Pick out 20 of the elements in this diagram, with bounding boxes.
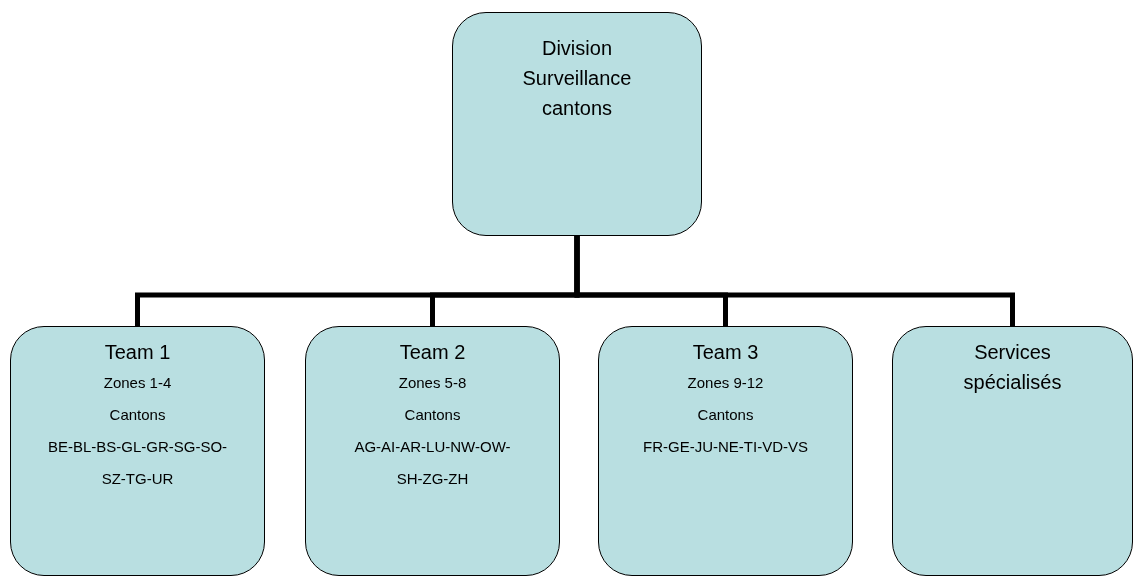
box-text: Cantons <box>696 405 755 425</box>
box-title: Team 1 <box>103 340 172 365</box>
box-title: Team 3 <box>691 340 760 365</box>
org-box <box>10 326 265 576</box>
org-box <box>598 326 853 576</box>
box-text: BE-BL-BS-GL-GR-SG-SO-SZ-TG-UR <box>47 437 228 489</box>
box-text: Zones 5-8 <box>397 373 468 393</box>
box-title: Services spécialisés <box>962 340 1063 395</box>
box-text: Zones 9-12 <box>686 373 765 393</box>
org-box <box>452 12 702 236</box>
box-text: Cantons <box>403 405 462 425</box>
box-text: AG-AI-AR-LU-NW-OW-SH-ZG-ZH <box>353 437 512 489</box>
box-text: Zones 1-4 <box>102 373 173 393</box>
box-text: Cantons <box>108 405 167 425</box>
box-title: Team 2 <box>398 340 467 365</box>
org-box <box>305 326 560 576</box>
connector-line <box>574 236 1015 326</box>
org-box <box>892 326 1133 576</box>
box-title: Division Surveillance cantons <box>521 36 633 121</box>
box-text: FR-GE-JU-NE-TI-VD-VS <box>642 437 809 457</box>
